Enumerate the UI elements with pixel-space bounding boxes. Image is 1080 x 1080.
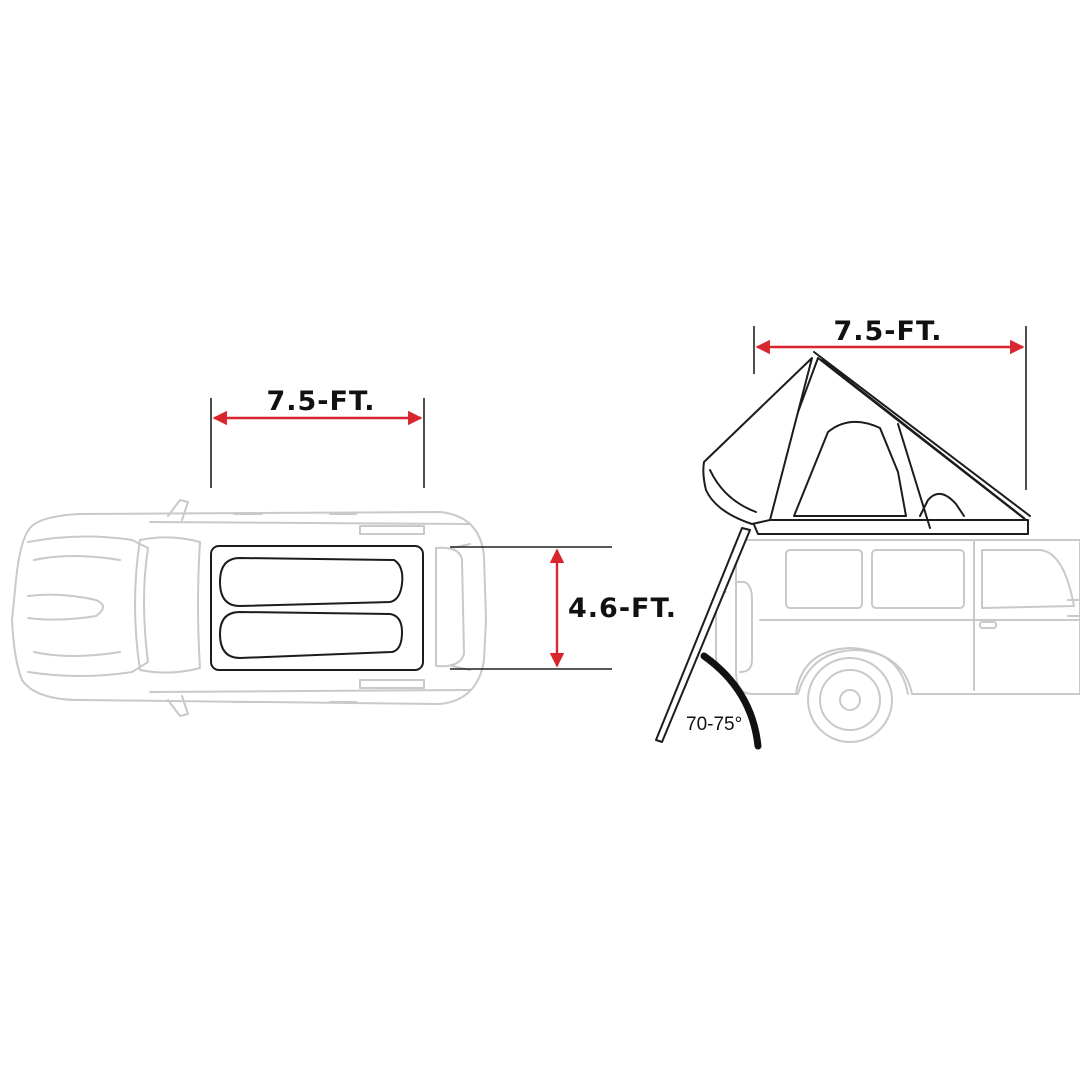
side-view-vehicle xyxy=(715,539,1080,743)
side-view-window-front xyxy=(981,549,1075,609)
top-view-roof-rail-top xyxy=(149,521,471,525)
top-view-width-dimension: 4.6-FT. xyxy=(450,546,677,670)
side-view-tent-lid xyxy=(813,351,1031,519)
top-view-rear-window xyxy=(435,546,465,668)
side-view-angle-label: 70-75° xyxy=(686,714,742,735)
side-view-tent-base xyxy=(751,519,1029,535)
top-view-hood xyxy=(27,535,149,677)
top-view-roof-rail-bottom xyxy=(149,689,471,693)
top-view-mirror-bottom xyxy=(167,695,189,717)
top-view-vehicle xyxy=(11,499,487,717)
top-view-length-dimension: 7.5-FT. xyxy=(210,386,425,488)
side-view-tent-side-window xyxy=(919,493,965,517)
side-view-ladder xyxy=(655,527,751,743)
top-view-roof-tent xyxy=(210,545,424,671)
side-view-gas-strut xyxy=(897,423,931,529)
side-view-window-mid xyxy=(871,549,965,609)
top-view-length-label: 7.5-FT. xyxy=(266,386,375,417)
side-view-length-label: 7.5-FT. xyxy=(833,316,942,347)
top-view-mirror-top xyxy=(167,499,189,521)
side-view-car-body xyxy=(735,539,1080,695)
side-view-tent-rear-wall xyxy=(702,357,813,525)
side-view-window-rear xyxy=(785,549,863,609)
top-view-sleeping-pad-2 xyxy=(219,611,403,659)
side-view-roof-tent: 70-75° xyxy=(655,351,1031,750)
top-view-sleeping-pad-1 xyxy=(219,557,404,607)
side-view-angle-arc xyxy=(700,652,762,750)
side-view-wheel xyxy=(807,657,893,743)
top-view-windshield xyxy=(134,536,201,674)
top-view-width-label: 4.6-FT. xyxy=(568,593,677,624)
side-view-length-dimension: 7.5-FT. xyxy=(753,316,1027,490)
side-view-tent-window xyxy=(793,421,907,517)
